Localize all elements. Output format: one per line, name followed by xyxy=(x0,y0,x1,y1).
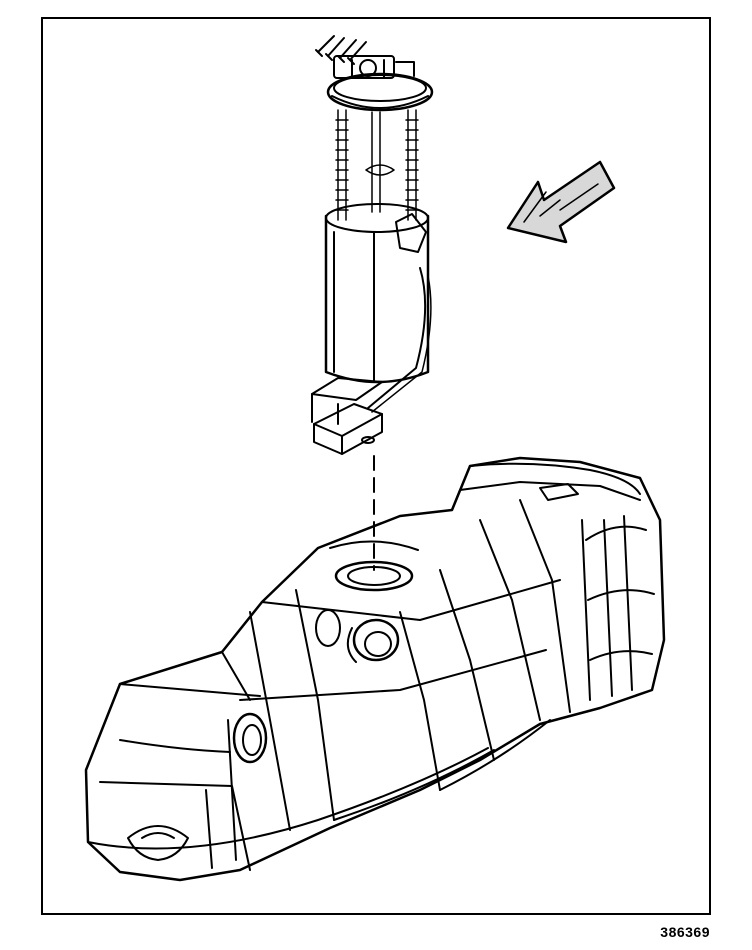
connector-pins-icon xyxy=(315,35,415,79)
fuel-pump-module-icon xyxy=(311,35,434,571)
fuel-level-float-icon xyxy=(313,403,383,455)
spring-rods-icon xyxy=(335,109,419,221)
arrow-down-left-icon xyxy=(506,160,616,244)
tank-strap-icon xyxy=(127,825,189,861)
filler-neck-icon xyxy=(346,618,400,663)
fuel-tank-icon xyxy=(84,456,666,882)
figure-id-label: 386369 xyxy=(660,924,710,940)
